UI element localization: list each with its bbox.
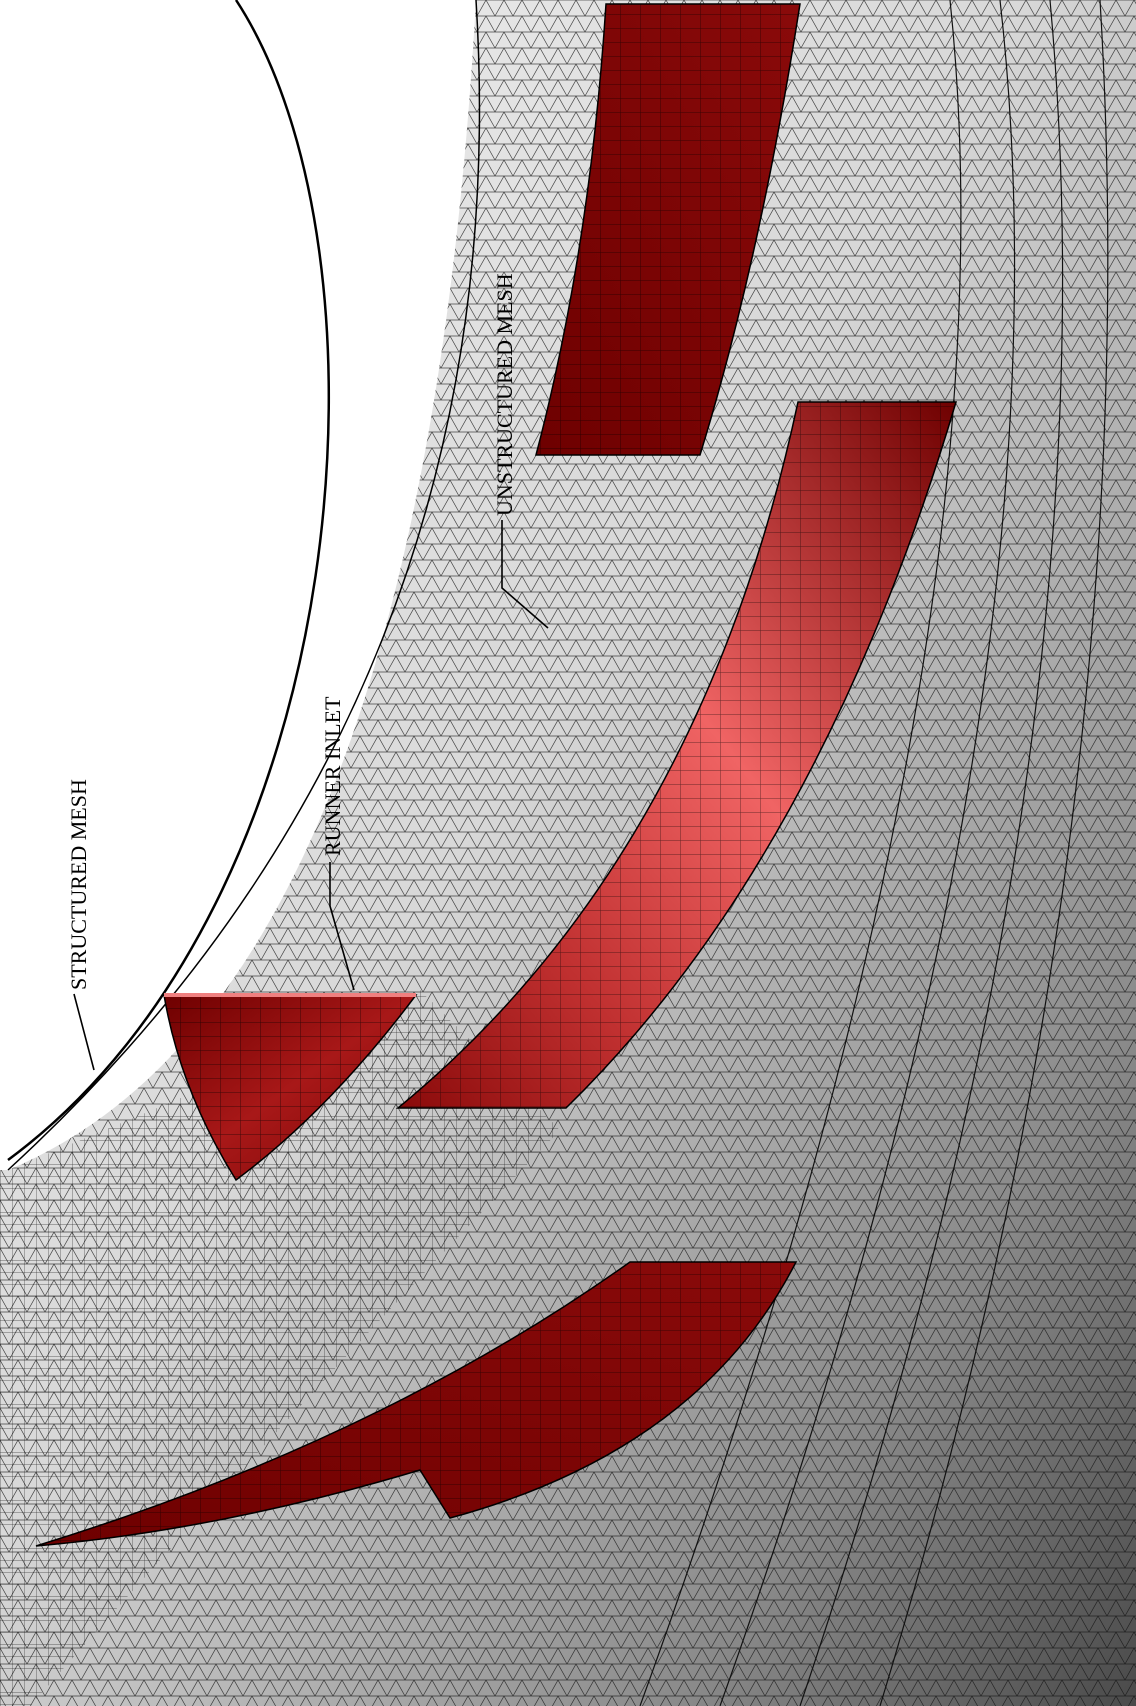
callout-leaders [73, 520, 549, 1071]
runner-inlet-label: RUNNER INLET [320, 696, 345, 856]
structured-mesh-label: STRUCTURED MESH [66, 779, 91, 990]
runner-outline [7, 0, 331, 1162]
runner-inlet-leader [329, 862, 355, 991]
outer-ring-bands [639, 0, 1109, 1706]
mesh-inner-boundary [7, 0, 481, 1171]
unstructured-mesh-label: UNSTRUCTURED MESH [492, 273, 517, 516]
unstructured-mesh-leader [501, 520, 549, 629]
structured-mesh-leader [73, 993, 95, 1071]
